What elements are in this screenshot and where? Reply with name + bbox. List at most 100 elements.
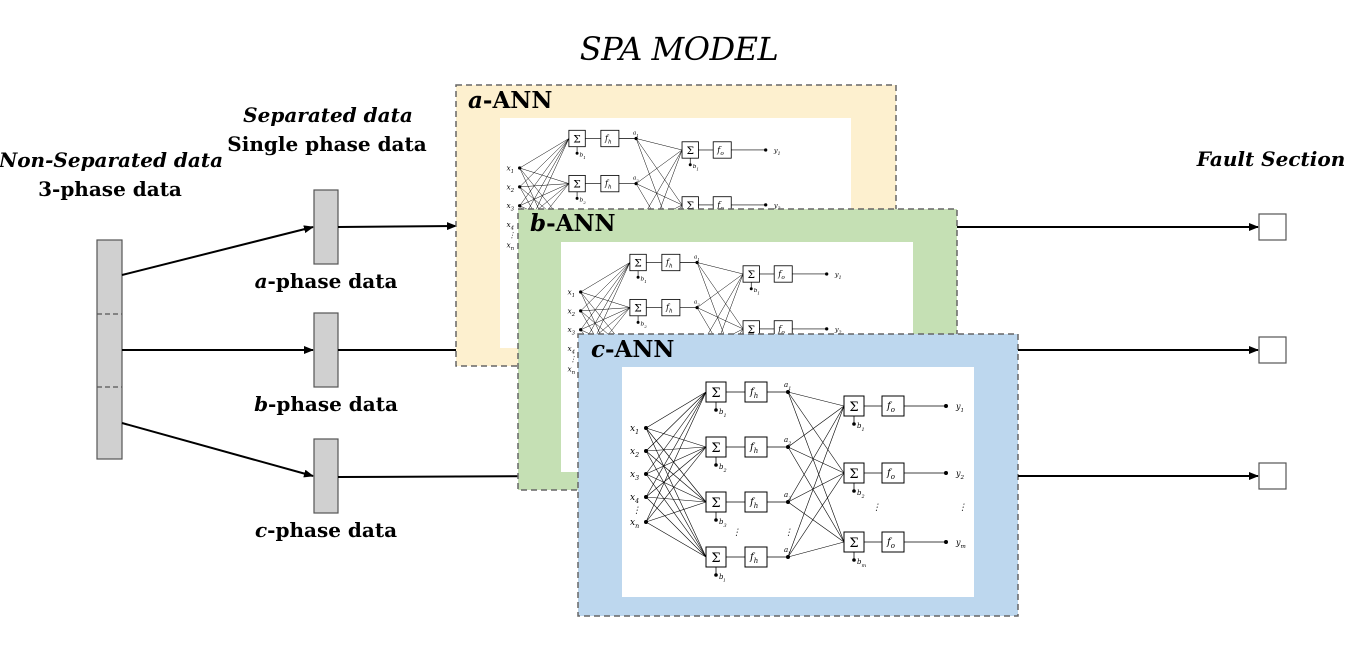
hidden-weight: [787, 541, 845, 558]
input-weight: [519, 138, 570, 169]
hidden-weight: [787, 391, 845, 474]
c-ann-frame: x1x2x3x4xn⋮Σfhb1a1Σfhb2a2Σfhb3a3Σfhblal⋮…: [577, 333, 1019, 617]
output-label: y1: [773, 146, 781, 156]
hidden-weight: [787, 446, 845, 543]
output-act-label: fo: [777, 268, 785, 280]
arrow-to-a-phase: [121, 225, 314, 276]
output-act-label: fo: [886, 537, 895, 550]
bias-node: [852, 489, 856, 493]
input-weight: [645, 521, 707, 558]
hidden-act-label: fh: [604, 133, 612, 145]
input-label: x1: [568, 287, 575, 298]
output-act-label: fo: [716, 144, 724, 156]
input-label: x4: [568, 344, 575, 355]
hidden-weight: [635, 138, 683, 206]
input-weight: [519, 138, 570, 188]
output-label: y1: [834, 270, 842, 280]
input-label: x1: [507, 163, 514, 174]
input-label: x4: [630, 493, 639, 505]
hidden-weight: [787, 501, 845, 543]
hidden-out-label: a2: [694, 300, 700, 307]
hidden-out-label: a1: [694, 254, 700, 261]
hidden-weight: [787, 405, 845, 558]
input-weight: [519, 183, 569, 206]
bias-node: [636, 320, 640, 324]
hidden-bias-label: b2: [719, 463, 727, 474]
input-ellipsis: ⋮: [508, 231, 515, 240]
fault-section-output-3: [1258, 462, 1287, 490]
bias-node: [749, 287, 753, 291]
input-weight: [645, 446, 707, 523]
a-phase-label: a-phase data: [254, 269, 398, 293]
hidden-bias-label: b1: [641, 277, 647, 284]
c-ann-title: c-ANN: [591, 336, 675, 363]
input-weight: [519, 183, 569, 188]
hidden-weight: [787, 472, 845, 558]
input-weight: [645, 501, 707, 523]
hidden-weight: [636, 138, 683, 151]
output-node: [764, 148, 768, 152]
input-weight: [580, 262, 631, 330]
input-weight: [645, 391, 707, 475]
hidden-weight: [787, 405, 845, 503]
hidden-out-label: a1: [784, 381, 791, 392]
input-weight: [519, 138, 570, 206]
hidden-bias-label: b1: [580, 153, 586, 160]
diagram-title: SPA MODEL: [579, 30, 779, 68]
hidden-weight: [697, 262, 744, 275]
output-bias-label: b1: [857, 422, 865, 433]
non-separated-label: Non-Separated data: [0, 148, 224, 172]
hidden-act-label: fh: [749, 387, 758, 400]
input-weight: [645, 496, 707, 558]
input-weight: [580, 291, 630, 308]
output-bias-label: bm: [857, 558, 866, 569]
input-weight: [580, 307, 630, 312]
hidden-out-label: a2: [633, 176, 639, 183]
fault-section-output-2: [1258, 336, 1287, 364]
input-weight: [645, 391, 707, 452]
output-act-label: fo: [886, 468, 895, 481]
sum-symbol: Σ: [711, 551, 720, 566]
hidden-bias-label: b2: [641, 322, 648, 329]
input-weight: [580, 262, 631, 293]
output-node: [825, 272, 829, 276]
separated-label: Separated data: [243, 103, 413, 127]
c-phase-label: c-phase data: [254, 518, 398, 542]
input-label: x3: [630, 470, 639, 482]
hidden-weight: [787, 405, 845, 448]
fault-section-label: Fault Section: [1196, 147, 1346, 171]
output-node: [944, 404, 948, 408]
b-ann-title: b-ANN: [530, 210, 616, 237]
output-ellipsis: ⋮: [958, 503, 967, 513]
input-weight: [519, 167, 569, 184]
sum-symbol: Σ: [747, 268, 755, 281]
a-phase-data-block: [313, 189, 339, 265]
sum-symbol: Σ: [686, 199, 694, 212]
input-label: x2: [568, 306, 575, 317]
bias-node: [636, 275, 640, 279]
three-phase-data-block: [96, 239, 123, 460]
sum-symbol: Σ: [573, 178, 581, 191]
input-label: x1: [630, 424, 639, 436]
input-weight: [645, 450, 707, 558]
hidden-ellipsis: ⋮: [732, 528, 741, 538]
hidden-weight: [787, 446, 845, 474]
input-weight: [645, 427, 707, 503]
sum-symbol: Σ: [634, 257, 642, 270]
hidden-weight: [697, 307, 744, 330]
b-phase-data-block: [313, 312, 339, 388]
input-weight: [645, 496, 707, 503]
arrow-to-a-ann: [337, 222, 457, 231]
sum-symbol: Σ: [849, 467, 858, 482]
hidden-act-label: fh: [665, 302, 673, 314]
output-node: [764, 203, 768, 207]
hidden-bias-label: b2: [580, 198, 587, 205]
input-weight: [645, 473, 707, 558]
input-ellipsis: ⋮: [569, 355, 576, 364]
arrow-to-c-phase: [121, 422, 314, 478]
sum-symbol: Σ: [711, 386, 720, 401]
hidden-out-label: a2: [784, 436, 791, 447]
sum-symbol: Σ: [711, 496, 720, 511]
bias-node: [714, 408, 718, 412]
